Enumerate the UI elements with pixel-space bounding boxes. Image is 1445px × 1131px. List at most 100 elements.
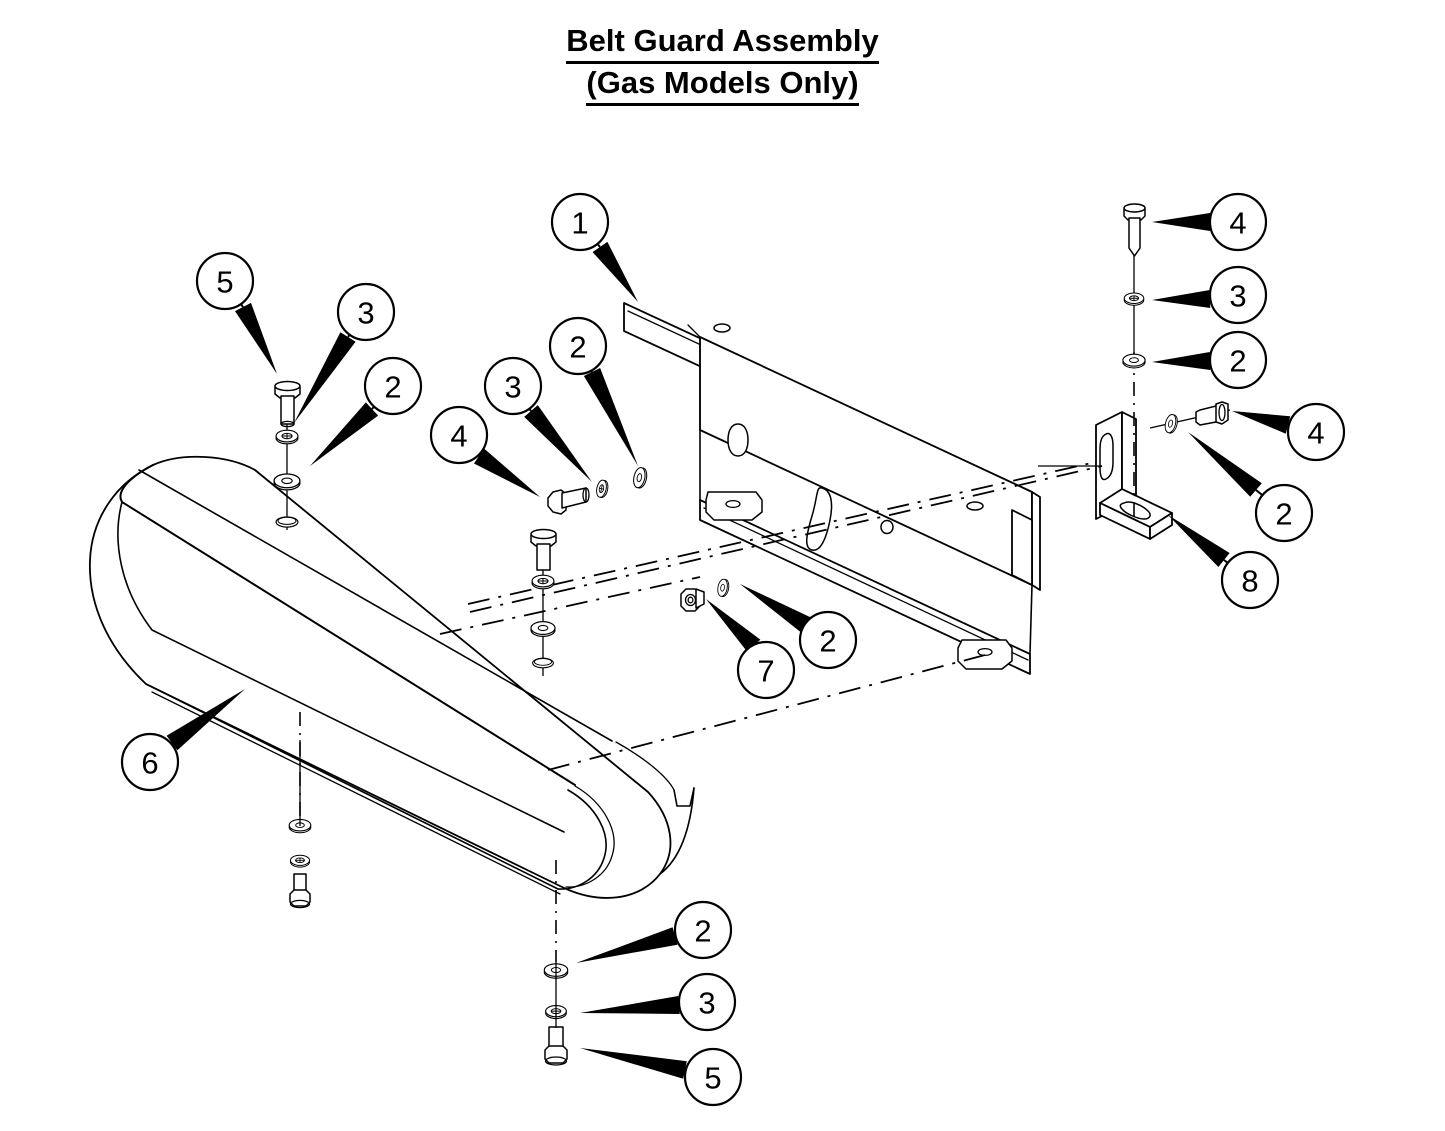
balloon-circle-2[interactable] [363, 356, 423, 416]
leader-arrowhead [592, 241, 638, 302]
part-8-angle-bracket [1095, 411, 1173, 540]
balloon-circle-2[interactable] [673, 900, 733, 960]
callout-4[interactable]: 4 [1232, 402, 1346, 462]
balloon-circle-4[interactable] [1286, 402, 1346, 462]
callout-2[interactable]: 2 [1188, 432, 1314, 543]
callout-3[interactable]: 3 [294, 282, 396, 423]
leader-arrowhead [310, 402, 379, 466]
part-2-flat-washer-right-h [1162, 412, 1180, 435]
callout-2[interactable]: 2 [740, 584, 858, 670]
fastener-nut-group [680, 577, 731, 612]
balloon-label: 1 [571, 206, 588, 241]
balloon-circle-7[interactable] [736, 640, 796, 700]
balloon-circle-2[interactable] [1208, 330, 1268, 390]
lower-left-lock-washer [289, 854, 311, 868]
balloon-circle-1[interactable] [550, 192, 610, 252]
fastener-right-horizontal [1162, 401, 1229, 435]
balloon-circle-3[interactable] [483, 356, 543, 416]
guard-hole-left [275, 516, 299, 528]
part-2-flat-washer-right [1122, 353, 1146, 369]
balloon-circle-4[interactable] [429, 405, 489, 465]
callout-5[interactable]: 5 [580, 1047, 743, 1107]
balloon-circle-3[interactable] [1208, 265, 1268, 325]
balloon-circle-3[interactable] [336, 282, 396, 342]
callout-1[interactable]: 1 [550, 192, 638, 302]
balloon-label: 2 [1275, 497, 1292, 532]
part-4-hex-bolt-short [547, 487, 590, 515]
balloon-circle-5[interactable] [195, 251, 255, 311]
fastener-stack-center [530, 528, 557, 669]
fastener-stack-left [273, 380, 301, 528]
leader-arrowhead [474, 448, 540, 497]
leader-line [1255, 489, 1264, 496]
part-4-hex-bolt-right-h [1195, 401, 1229, 426]
balloon-label: 4 [1229, 206, 1246, 241]
callout-2[interactable]: 2 [310, 356, 423, 466]
leader-arrowhead [166, 689, 245, 751]
leader-arrowhead [740, 584, 811, 633]
balloon-label: 3 [357, 296, 374, 331]
fastener-stack-right-vertical [1122, 203, 1146, 369]
balloon-label: 2 [384, 370, 401, 405]
leader-arrowhead [580, 996, 680, 1014]
callout-4[interactable]: 4 [1152, 192, 1268, 252]
balloon-label: 5 [704, 1061, 721, 1096]
balloon-circle-5[interactable] [683, 1047, 743, 1107]
leader-arrowhead [1152, 352, 1211, 370]
part-4-hex-bolt-right [1123, 203, 1146, 257]
center-flat-washer [530, 620, 556, 638]
callout-8[interactable]: 8 [1168, 515, 1280, 610]
callout-3[interactable]: 3 [1152, 265, 1268, 325]
balloon-circle-6[interactable] [120, 732, 180, 792]
leader-arrowhead [576, 927, 678, 963]
part-6-belt-guard-cover [89, 455, 695, 899]
balloon-label: 5 [216, 265, 233, 300]
balloon-circle-3[interactable] [677, 972, 737, 1032]
callout-3[interactable]: 3 [580, 972, 737, 1032]
balloon-label: 2 [1229, 344, 1246, 379]
balloon-circle-2[interactable] [548, 316, 608, 376]
part-1-mounting-bracket [623, 302, 1041, 675]
leader-arrowhead [580, 1048, 687, 1079]
fastener-stack-horizontal [547, 466, 649, 515]
assembly-centerlines [286, 240, 1231, 962]
balloon-label: 8 [1241, 564, 1258, 599]
fastener-stack-left-lower [288, 740, 312, 909]
part-5-hex-bolt-bottom [544, 1026, 568, 1066]
callout-5[interactable]: 5 [195, 251, 277, 374]
part-3-lock-washer-right [1123, 292, 1145, 306]
callout-2[interactable]: 2 [548, 316, 638, 466]
part-5-hex-bolt [274, 380, 301, 428]
callout-3[interactable]: 3 [483, 356, 592, 482]
balloon-label: 3 [504, 370, 521, 405]
balloon-label: 3 [698, 986, 715, 1021]
balloon-label: 2 [694, 914, 711, 949]
fastener-stack-bottom [543, 962, 569, 1066]
balloon-label: 4 [450, 419, 467, 454]
balloon-circle-2[interactable] [798, 610, 858, 670]
part-2-flat-washer [273, 473, 301, 491]
leader-arrowhead [706, 599, 761, 653]
callout-2[interactable]: 2 [1152, 330, 1268, 390]
leader-arrowhead [1152, 213, 1210, 231]
callout-4[interactable]: 4 [429, 405, 540, 497]
leader-arrowhead [235, 302, 277, 374]
part-2-flat-washer-nut [716, 577, 731, 598]
balloon-circle-2[interactable] [1254, 483, 1314, 543]
balloon-circle-8[interactable] [1220, 550, 1280, 610]
leader-arrowhead [583, 368, 638, 466]
callout-2[interactable]: 2 [576, 900, 733, 963]
callout-7[interactable]: 7 [706, 599, 796, 700]
leader-arrowhead [524, 405, 592, 482]
part-3-lock-washer [275, 429, 299, 445]
part-2-flat-washer-h [631, 466, 649, 490]
balloon-label: 3 [1229, 279, 1246, 314]
balloon-label: 6 [141, 746, 158, 781]
leader-arrowhead [1188, 432, 1262, 497]
callout-6[interactable]: 6 [120, 689, 245, 792]
balloon-circle-4[interactable] [1208, 192, 1268, 252]
balloon-label: 2 [819, 624, 836, 659]
